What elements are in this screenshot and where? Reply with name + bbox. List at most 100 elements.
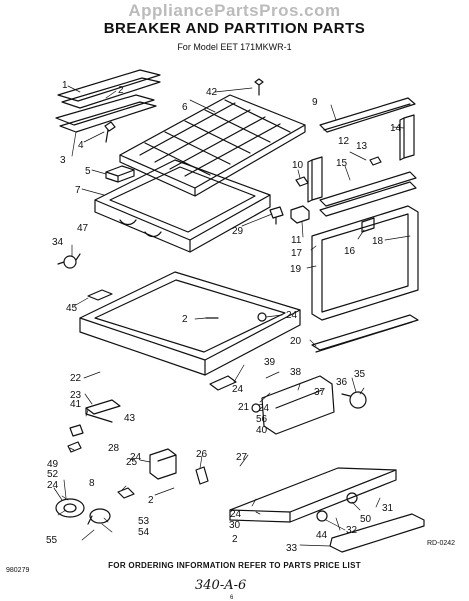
part-bulb-35 — [341, 391, 367, 409]
part-bracket-43 — [85, 399, 121, 423]
callout-c28: 28 — [108, 443, 120, 454]
callout-c53: 53 — [138, 516, 150, 527]
part-dial-32 — [316, 510, 328, 522]
callout-c15: 15 — [336, 158, 348, 169]
part-knob-34 — [57, 253, 81, 269]
callout-c17: 17 — [291, 248, 303, 259]
callout-c16: 16 — [344, 246, 356, 257]
callout-c34: 34 — [52, 237, 64, 248]
callout-c11: 11 — [291, 235, 302, 246]
callout-c44: 44 — [316, 530, 328, 541]
part-grille-6 — [119, 94, 306, 197]
part-plug-41 — [69, 424, 84, 437]
callout-c22: 22 — [70, 373, 82, 384]
callout-c13: 13 — [356, 141, 368, 152]
leader-lines — [53, 85, 411, 547]
callout-c3: 3 — [60, 155, 66, 166]
part-gasket-15 — [319, 171, 417, 217]
callout-c40: 40 — [256, 425, 268, 436]
callout-c52: 52 — [47, 469, 59, 480]
callout-c33: 33 — [286, 543, 298, 554]
part-cutter-29 — [269, 206, 284, 225]
callout-c50: 50 — [360, 514, 372, 525]
callout-c37: 37 — [314, 387, 326, 398]
drawing-code-right: RD-0242 — [427, 540, 456, 547]
part-switch-16 — [361, 217, 375, 233]
part-screw-24a — [257, 312, 267, 322]
callout-c29: 29 — [232, 226, 244, 237]
drawing-code-left: 980279 — [6, 567, 30, 574]
callout-c24c: 24 — [258, 403, 270, 414]
model-subtitle: For Model EET 171MKWR-1 — [177, 42, 292, 52]
callout-c24d: 24 — [130, 452, 142, 463]
page-number: 6 — [230, 595, 234, 601]
part-screw-42 — [254, 78, 264, 96]
diagram-title: BREAKER AND PARTITION PARTS — [103, 20, 366, 37]
part-frame-7 — [94, 159, 271, 253]
callout-c45: 45 — [66, 303, 78, 314]
callout-c23: 23 — [70, 390, 82, 401]
callout-c12: 12 — [338, 136, 350, 147]
part-gasket-9 — [319, 97, 416, 133]
part-motor-8 — [117, 487, 135, 499]
part-housing-37 — [261, 375, 335, 435]
callout-c2b: 2 — [182, 314, 188, 325]
part-strip-14 — [399, 114, 415, 161]
callout-c30: 30 — [229, 520, 241, 531]
watermark: AppliancePartsPros.com — [128, 1, 341, 20]
callout-c35: 35 — [354, 369, 366, 380]
callout-c2d: 2 — [232, 534, 238, 545]
callout-c24b: 24 — [232, 384, 244, 395]
part-lamp-shield-31 — [229, 467, 397, 523]
part-disc-52 — [55, 498, 85, 518]
callout-c14: 14 — [390, 123, 402, 134]
callout-c24e: 24 — [47, 480, 59, 491]
part-clip-13 — [369, 156, 382, 166]
callout-c9: 9 — [312, 97, 318, 108]
callout-c47: 47 — [77, 223, 89, 234]
callout-c4: 4 — [78, 140, 84, 151]
callout-c8: 8 — [89, 478, 95, 489]
callout-c21: 21 — [238, 402, 250, 413]
callout-c39: 39 — [264, 357, 276, 368]
part-cover-33 — [329, 513, 425, 553]
callout-c42: 42 — [206, 87, 218, 98]
ordering-footer: FOR ORDERING INFORMATION REFER TO PARTS … — [108, 561, 361, 570]
part-strip-12 — [307, 156, 323, 203]
callout-c6: 6 — [182, 102, 188, 113]
part-partition-22 — [79, 271, 301, 376]
callout-c2a: 2 — [118, 85, 124, 96]
callout-c25: 25 — [126, 457, 138, 468]
part-clip-10 — [295, 176, 309, 187]
callout-c43: 43 — [124, 413, 136, 424]
callout-c32: 32 — [346, 525, 358, 536]
part-screw-4 — [104, 121, 116, 143]
callout-c41: 41 — [70, 399, 82, 410]
part-dial-50 — [346, 492, 358, 504]
part-cap-54 — [87, 508, 111, 525]
callout-c1: 1 — [62, 80, 68, 91]
part-pad-45 — [87, 289, 113, 301]
callout-c54: 54 — [138, 527, 150, 538]
callout-c31: 31 — [382, 503, 394, 514]
part-gasket-20 — [311, 314, 419, 353]
callout-c38: 38 — [290, 367, 302, 378]
callout-c2c: 2 — [148, 495, 154, 506]
part-screw-21 — [251, 403, 261, 413]
callout-c36: 36 — [336, 377, 348, 388]
part-trim-strips — [55, 69, 161, 133]
callout-c56: 56 — [256, 414, 268, 425]
callout-c10: 10 — [292, 160, 304, 171]
part-lamp-socket-39 — [209, 375, 237, 391]
callout-c19: 19 — [290, 264, 302, 275]
callout-c5: 5 — [85, 166, 91, 177]
callout-c7: 7 — [75, 185, 81, 196]
part-switch-25 — [149, 448, 177, 480]
callout-c26: 26 — [196, 449, 208, 460]
callout-c24a: 24 — [286, 310, 298, 321]
callout-c20: 20 — [290, 336, 302, 347]
part-connector-28 — [67, 441, 82, 453]
callout-labels: 1 2 3 4 5 6 7 8 9 10 11 12 13 14 15 16 1… — [46, 80, 402, 554]
